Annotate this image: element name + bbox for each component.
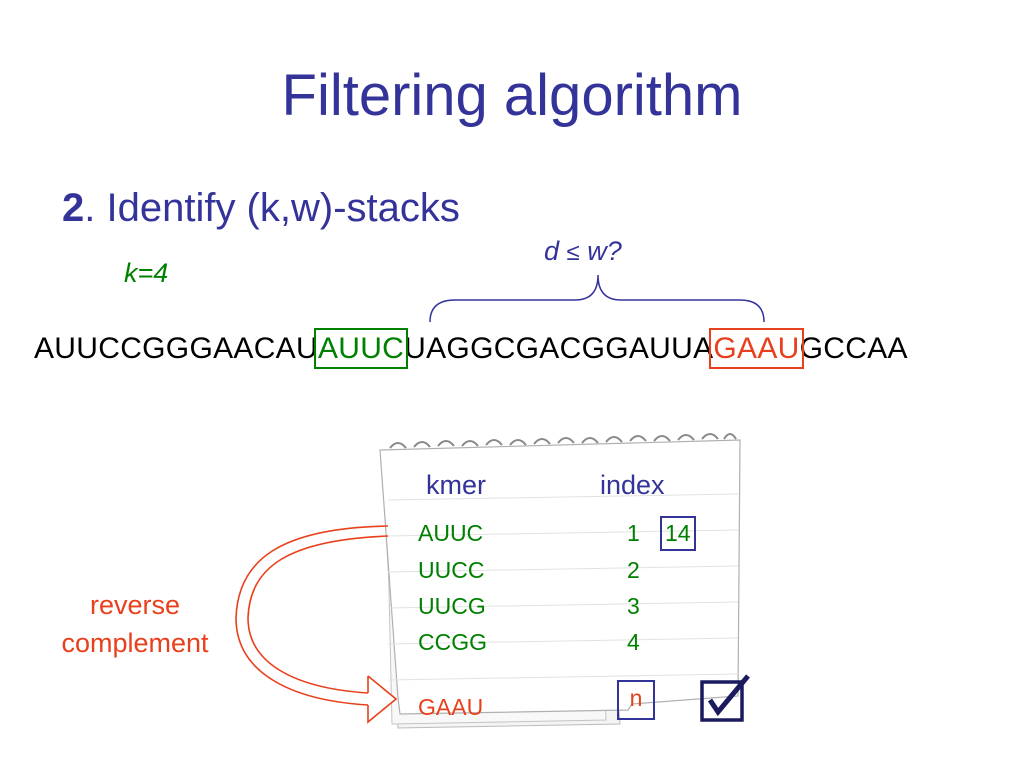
seq-kmer-highlight-orange: GAAU bbox=[709, 328, 804, 369]
step-text: . Identify (k,w)-stacks bbox=[84, 186, 460, 230]
seq-suffix: GCCAA bbox=[799, 332, 908, 365]
table-row-kmer: UUCC bbox=[418, 557, 485, 583]
notepad-icon bbox=[379, 433, 741, 729]
k-label: k=4 bbox=[124, 258, 169, 288]
seq-kmer-highlight-green: AUUC bbox=[313, 328, 409, 369]
column-header-kmer: kmer bbox=[426, 470, 486, 500]
table-row-index: 3 bbox=[627, 593, 640, 619]
step-heading: 2. Identify (k,w)-stacks bbox=[62, 186, 460, 231]
table-row-index: 2 bbox=[627, 557, 640, 583]
index-highlight-box: 14 bbox=[660, 516, 696, 551]
table-row-index: 1 bbox=[627, 520, 640, 546]
distance-label: d ≤ w? bbox=[544, 236, 622, 267]
query-index-box: n bbox=[617, 680, 655, 720]
query-kmer: GAAU bbox=[418, 694, 484, 720]
rna-sequence: AUUCCGGGAACAUAUUCUAGGCGACGGAUUAGAAUGCCAA bbox=[34, 328, 908, 369]
seq-prefix: AUUCCGGGAACAU bbox=[34, 332, 318, 365]
distance-d: d bbox=[544, 236, 560, 266]
reverse-complement-label: reverse complement bbox=[61, 590, 209, 658]
slide-title: Filtering algorithm bbox=[281, 63, 743, 128]
column-header-index: index bbox=[600, 470, 665, 500]
table-row-index: 4 bbox=[627, 629, 640, 655]
table-row-extra-index: 14 bbox=[665, 520, 691, 546]
checkbox-checked-icon bbox=[700, 674, 750, 722]
less-equal-symbol: ≤ bbox=[566, 239, 580, 266]
table-row-kmer: CCGG bbox=[418, 629, 487, 655]
query-index: n bbox=[629, 685, 643, 711]
seq-middle: UAGGCGACGGAUUA bbox=[404, 332, 714, 365]
step-number: 2 bbox=[62, 186, 85, 230]
table-row-kmer: AUUC bbox=[418, 520, 484, 546]
distance-w: w? bbox=[587, 236, 622, 266]
table-row-kmer: UUCG bbox=[418, 593, 486, 619]
